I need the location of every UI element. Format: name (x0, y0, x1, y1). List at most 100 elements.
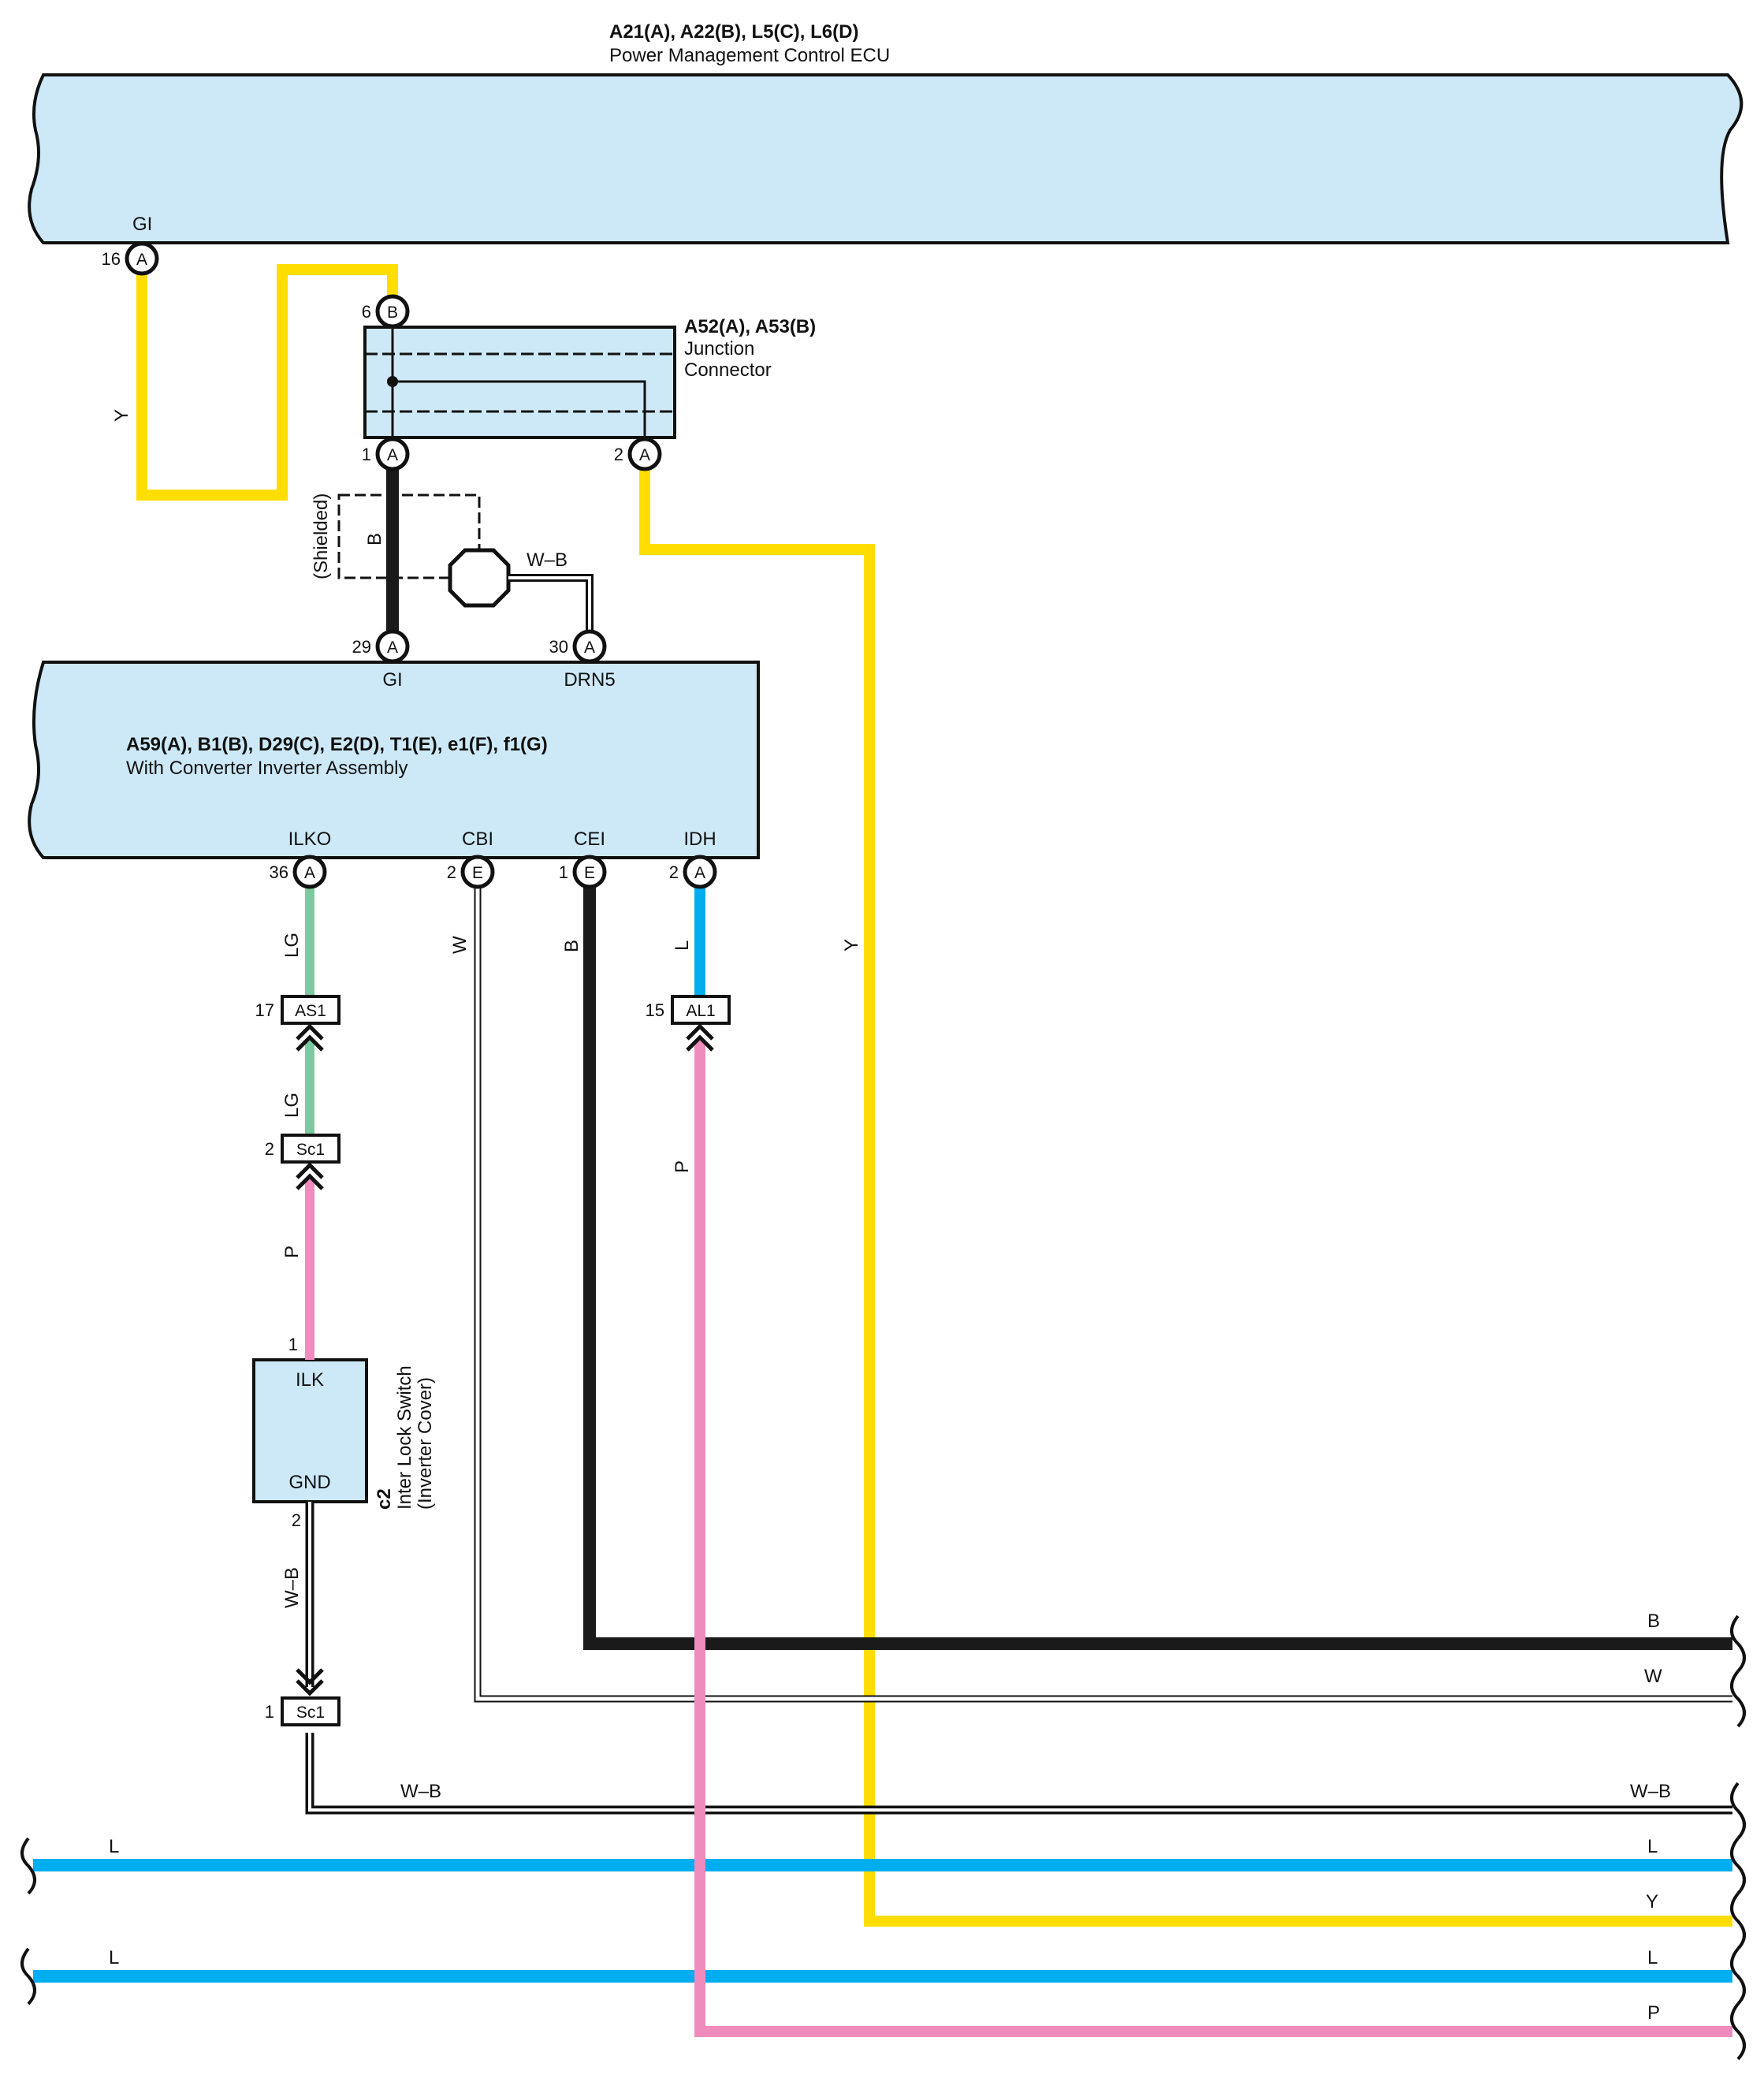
label-left-l2: L (109, 1947, 119, 1968)
switch-terminal-gnd: GND (288, 1472, 330, 1493)
connector-inv30-letter: A (584, 639, 595, 657)
connector-invcei: E 1 (559, 855, 607, 889)
connector-invcbi: E 2 (447, 855, 495, 889)
inverter-terminal-cei: CEI (574, 829, 605, 850)
connector-ja2-pin: 2 (614, 445, 623, 464)
label-y-right: Y (841, 939, 862, 951)
connector-as1: AS1 17 (255, 995, 341, 1052)
label-b-shield: B (364, 533, 385, 546)
connector-jb6-letter: B (387, 304, 398, 322)
inverter-code: A59(A), B1(B), D29(C), E2(D), T1(E), e1(… (126, 734, 548, 755)
label-right-b: B (1647, 1611, 1660, 1632)
wire-w-cbi (474, 888, 1732, 1703)
connector-ja1: A 1 (362, 437, 410, 471)
shield-box (337, 493, 481, 579)
switch-pin-2: 2 (292, 1510, 301, 1530)
connector-inv29: A 29 (352, 629, 410, 664)
label-lg-top: LG (281, 933, 303, 958)
connector-invidh: A 2 (669, 855, 717, 889)
junction-name-1: Junction (684, 338, 754, 359)
connector-jb6: B 6 (362, 294, 410, 329)
connector-al1-code: AL1 (686, 1002, 715, 1020)
inverter-terminal-ilko: ILKO (288, 829, 332, 850)
connector-sc1-upper: Sc1 2 (265, 1134, 341, 1190)
connector-invcbi-pin: 2 (447, 862, 456, 882)
junction-name-2: Connector (684, 359, 772, 381)
switch-pin-1: 1 (288, 1335, 298, 1354)
label-right-l1: L (1647, 1836, 1658, 1857)
connector-inv29-pin: 29 (352, 637, 371, 657)
junction-code: A52(A), A53(B) (684, 316, 816, 337)
junction-splice-dot (387, 376, 398, 387)
connector-al1: AL1 15 (646, 995, 731, 1052)
label-right-l2: L (1647, 1947, 1658, 1968)
connector-ja2: A 2 (614, 437, 662, 471)
label-wb-bottom: W–B (400, 1781, 441, 1802)
connector-inv36-pin: 36 (270, 862, 288, 882)
wire-w-cbi-core (475, 888, 1732, 1701)
connector-inv36: A 36 (270, 855, 327, 889)
connector-ja1-pin: 1 (362, 445, 371, 464)
pm-ecu-terminal-gi: GI (132, 214, 152, 235)
connector-invcei-letter: E (584, 864, 595, 882)
connector-inv30-pin: 30 (549, 637, 568, 657)
connector-sc1-lower: Sc1 1 (265, 1668, 341, 1726)
label-right-p: P (1647, 2002, 1660, 2024)
wire-wb-bottom-core (308, 1733, 1732, 1812)
break-marks (20, 1614, 1746, 2061)
label-lg-bottom: LG (281, 1093, 303, 1118)
label-b-cei: B (561, 940, 582, 952)
label-p-switch: P (281, 1246, 303, 1258)
connector-pm16: A 16 (102, 241, 159, 276)
switch-code: c2 (374, 1488, 395, 1510)
wire-wb-drain-core (508, 576, 591, 631)
connector-al1-pin: 15 (646, 1000, 664, 1020)
wire-p-al1 (694, 1041, 1732, 2037)
connector-ja1-letter: A (387, 446, 398, 464)
connector-inv29-letter: A (387, 639, 398, 657)
connector-sc1a-pin: 2 (265, 1139, 274, 1159)
connector-ja2-letter: A (639, 446, 650, 464)
pm-ecu-name: Power Management Control ECU (609, 45, 890, 66)
junction-internal-bus (393, 380, 646, 438)
label-right-y: Y (1646, 1891, 1658, 1912)
wire-wb-drain (508, 574, 594, 631)
pm-ecu-code: A21(A), A22(B), L5(C), L6(D) (609, 21, 858, 43)
connector-as1-pin: 17 (255, 1000, 274, 1020)
label-wb-gnd: W–B (281, 1567, 303, 1608)
inverter-terminal-drn5: DRN5 (564, 669, 615, 691)
connector-sc1a-code: Sc1 (296, 1141, 325, 1159)
label-shielded: (Shielded) (311, 493, 332, 579)
connector-invcbi-letter: E (472, 864, 483, 882)
pm-ecu-box (28, 73, 1744, 244)
label-left-l1: L (109, 1836, 119, 1857)
wire-y-gi (136, 259, 398, 501)
label-right-w: W (1644, 1666, 1662, 1687)
switch-terminal-ilk: ILK (296, 1369, 324, 1391)
label-w-cbi: W (449, 936, 471, 954)
connector-pm16-pin: 16 (102, 249, 121, 269)
wire-y-right (639, 470, 1732, 1927)
connector-invidh-letter: A (694, 864, 705, 882)
connector-inv36-letter: A (304, 864, 315, 882)
shield-ground-octagon (448, 548, 511, 608)
connector-invcei-pin: 1 (559, 862, 568, 882)
label-right-wb: W–B (1630, 1781, 1671, 1802)
connector-pm16-letter: A (136, 251, 147, 269)
inverter-terminal-idh: IDH (683, 829, 716, 850)
connector-as1-code: AS1 (295, 1002, 326, 1020)
inverter-box (28, 661, 760, 859)
connector-invidh-pin: 2 (669, 862, 679, 882)
wire-wb-bottom (305, 1733, 1732, 1815)
label-wb-drain: W–B (527, 549, 568, 571)
wire-b-cei (583, 888, 1732, 1650)
inverter-name: With Converter Inverter Assembly (126, 758, 408, 779)
connector-inv30: A 30 (549, 629, 607, 664)
switch-name-2: (Inverter Cover) (415, 1377, 436, 1510)
label-p-al1: P (672, 1160, 693, 1173)
inverter-terminal-gi: GI (382, 669, 402, 691)
label-y-left: Y (111, 409, 132, 422)
connector-jb6-pin: 6 (362, 302, 371, 322)
label-l-idh: L (672, 940, 693, 951)
